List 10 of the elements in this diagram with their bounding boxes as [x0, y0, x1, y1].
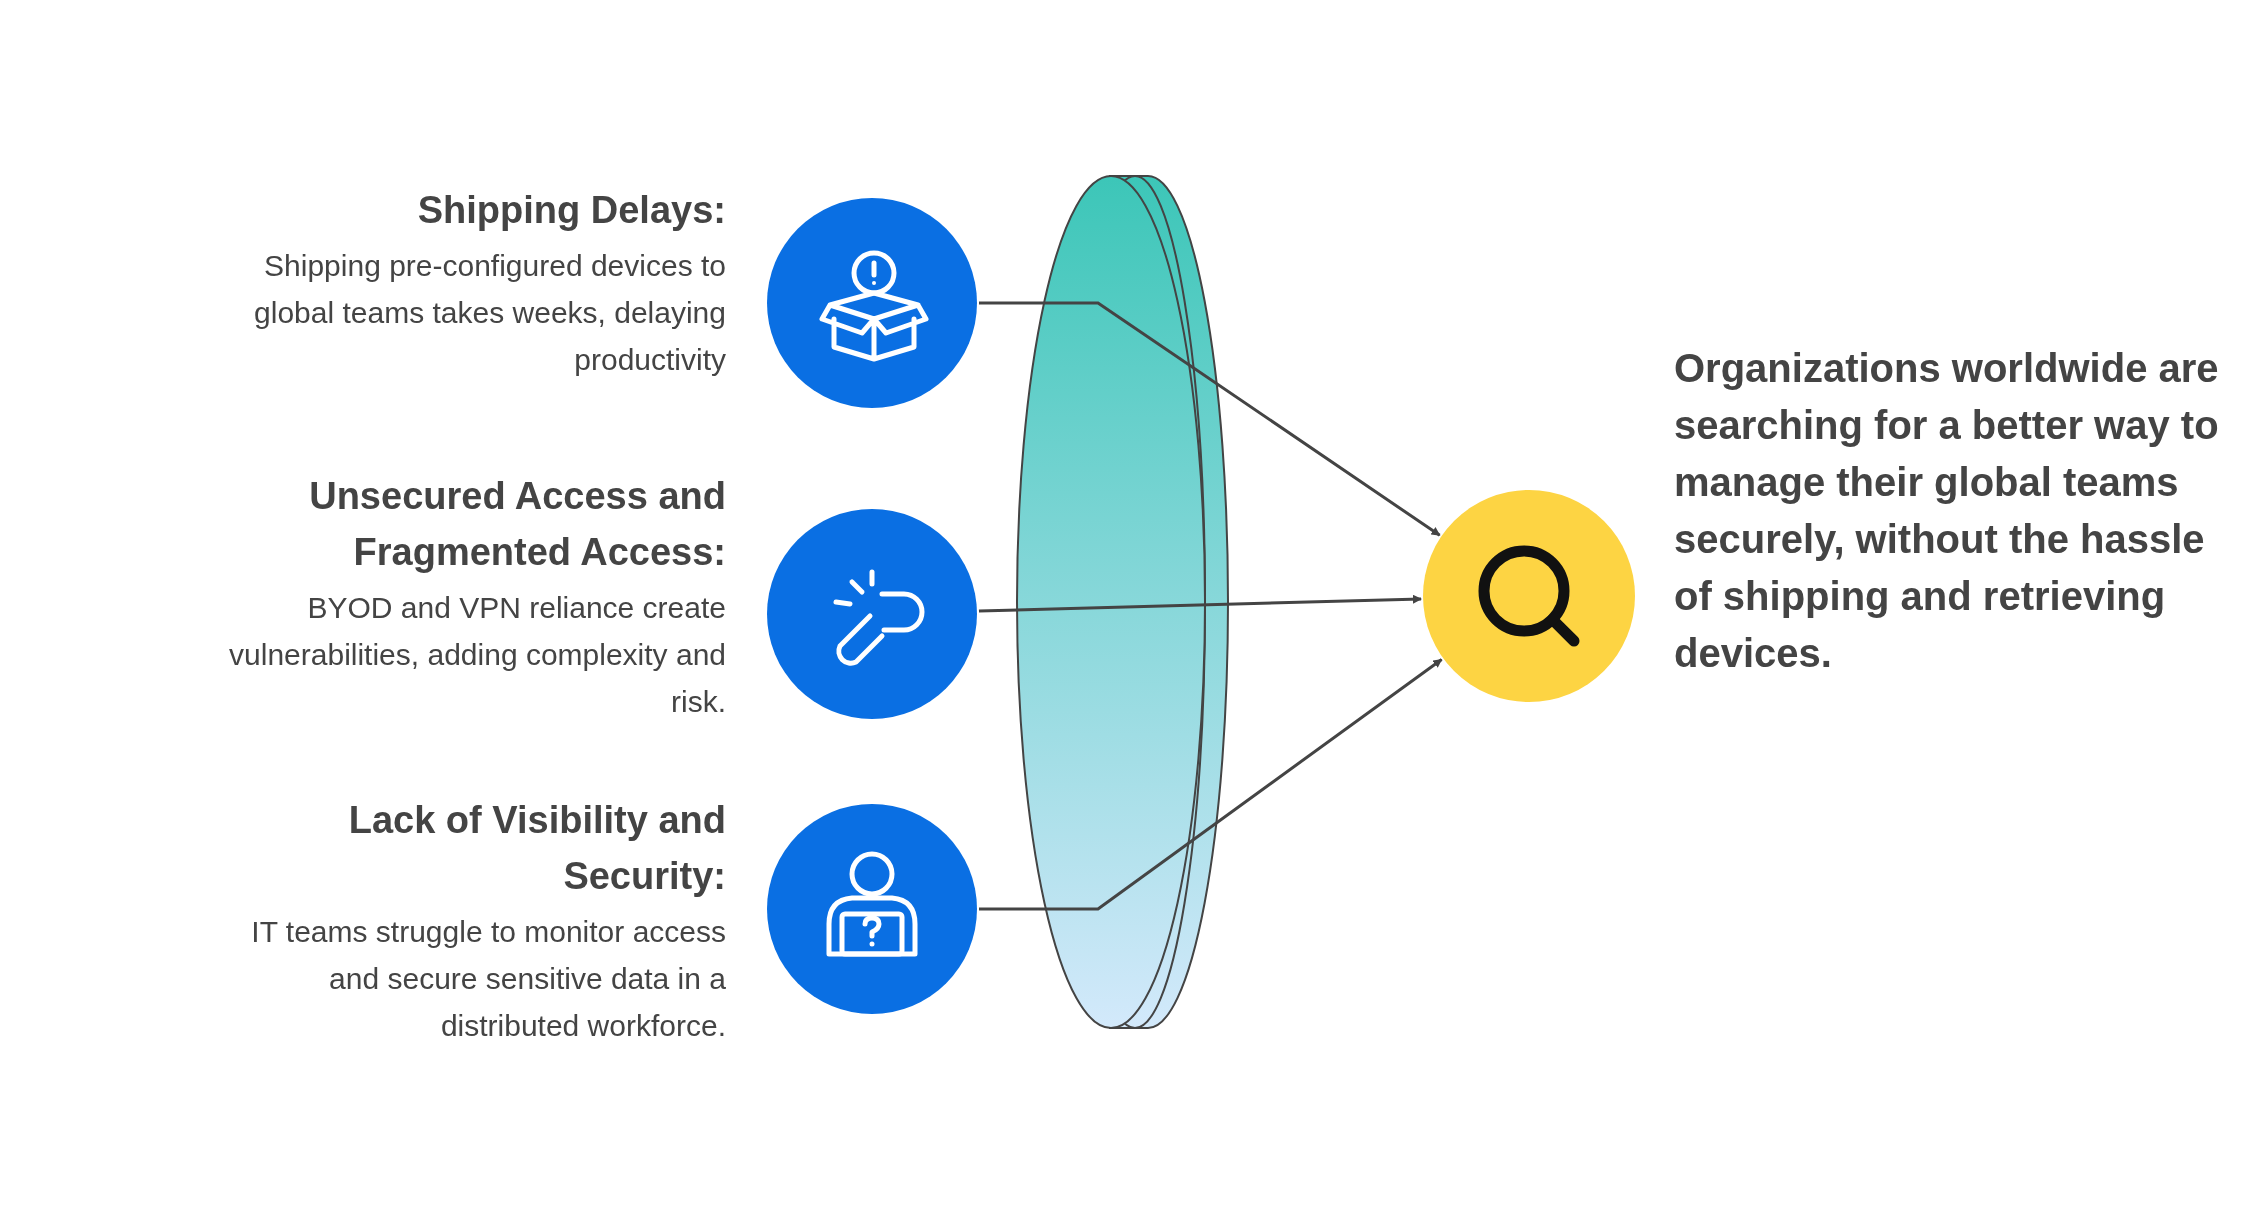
- arrow: [979, 658, 1443, 911]
- arrow: [978, 594, 1422, 613]
- description: BYOD and VPN reliance create vulnerabilities, adding complexity and risk.: [228, 590, 726, 720]
- heading: Unsecured Access and Fragmented Access:: [308, 474, 726, 575]
- conclusion-text: Organizations worldwide are searching for a better way to manage their global teams securely, without the hassle of shipping and retrieving devices.: [1674, 345, 2220, 677]
- description: IT teams struggle to monitor access and secure sensitive data in a distributed workforce.: [250, 914, 726, 1044]
- heading: Lack of Visibility and Security:: [347, 798, 726, 899]
- arrow: [979, 301, 1441, 537]
- description: Shipping pre-configured devices to global teams takes weeks, delaying productivity: [253, 248, 726, 378]
- heading: Shipping Delays:: [416, 188, 726, 233]
